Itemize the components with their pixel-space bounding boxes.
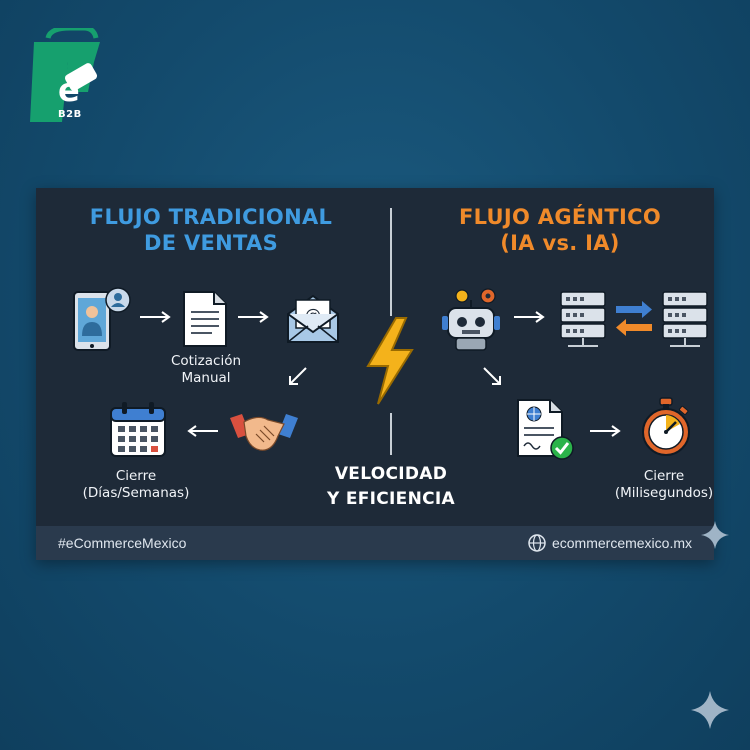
website-link[interactable]: ecommercemexico.mx [528, 534, 692, 552]
exchange-arrows-icon [616, 301, 652, 336]
arrow-down-right-icon [483, 367, 501, 385]
shopping-bag-icon [30, 25, 100, 122]
stopwatch-icon [642, 397, 690, 456]
website-url: ecommercemexico.mx [551, 535, 692, 551]
robot-icon [442, 288, 500, 351]
arrow-left-icon [187, 425, 218, 437]
document-icon [183, 291, 227, 347]
sparkle-icon [701, 521, 729, 549]
hashtag-text: #eCommerceMexico [58, 535, 187, 551]
sparkle-icon [691, 691, 729, 729]
handshake-icon [230, 414, 298, 451]
phone-person-icon [73, 287, 131, 351]
logo-letter: e [58, 71, 80, 109]
lightning-icon [366, 317, 414, 405]
contract-check-icon [517, 399, 574, 460]
infographic-card: FLUJO TRADICIONAL DE VENTAS FLUJO AGÉNTI… [36, 188, 714, 560]
ecommerce-b2b-logo [28, 25, 116, 124]
center-text-content: VELOCIDAD Y EFICIENCIA [327, 464, 455, 509]
traditional-title-text: FLUJO TRADICIONAL DE VENTAS [89, 205, 333, 255]
divider-top [390, 208, 392, 316]
arrow-right-icon [140, 311, 171, 323]
email-icon: @ [287, 294, 339, 343]
traditional-close-label: Cierre (Días/Semanas) [82, 468, 190, 501]
arrow-down-left-icon [289, 367, 307, 385]
agentic-title-text: FLUJO AGÉNTICO (IA vs. IA) [458, 205, 662, 255]
speed-efficiency-text: VELOCIDAD Y EFICIENCIA [306, 462, 476, 512]
globe-icon [528, 534, 546, 552]
arrow-right-icon [514, 311, 545, 323]
agentic-close-label: Cierre (Milisegundos) [614, 468, 714, 501]
arrow-right-icon [590, 425, 621, 437]
logo-subtitle: B2B [58, 109, 82, 120]
server-icon [662, 291, 708, 347]
agentic-flow-title: FLUJO AGÉNTICO (IA vs. IA) [420, 204, 700, 256]
divider-bottom [390, 413, 392, 455]
traditional-flow-title: FLUJO TRADICIONAL DE VENTAS [66, 204, 356, 256]
card-footer: #eCommerceMexico ecommercemexico.mx [36, 526, 714, 560]
server-icon [560, 291, 606, 347]
arrow-right-icon [238, 311, 269, 323]
calendar-icon [110, 402, 166, 457]
quote-label: Cotización Manual [170, 353, 242, 386]
